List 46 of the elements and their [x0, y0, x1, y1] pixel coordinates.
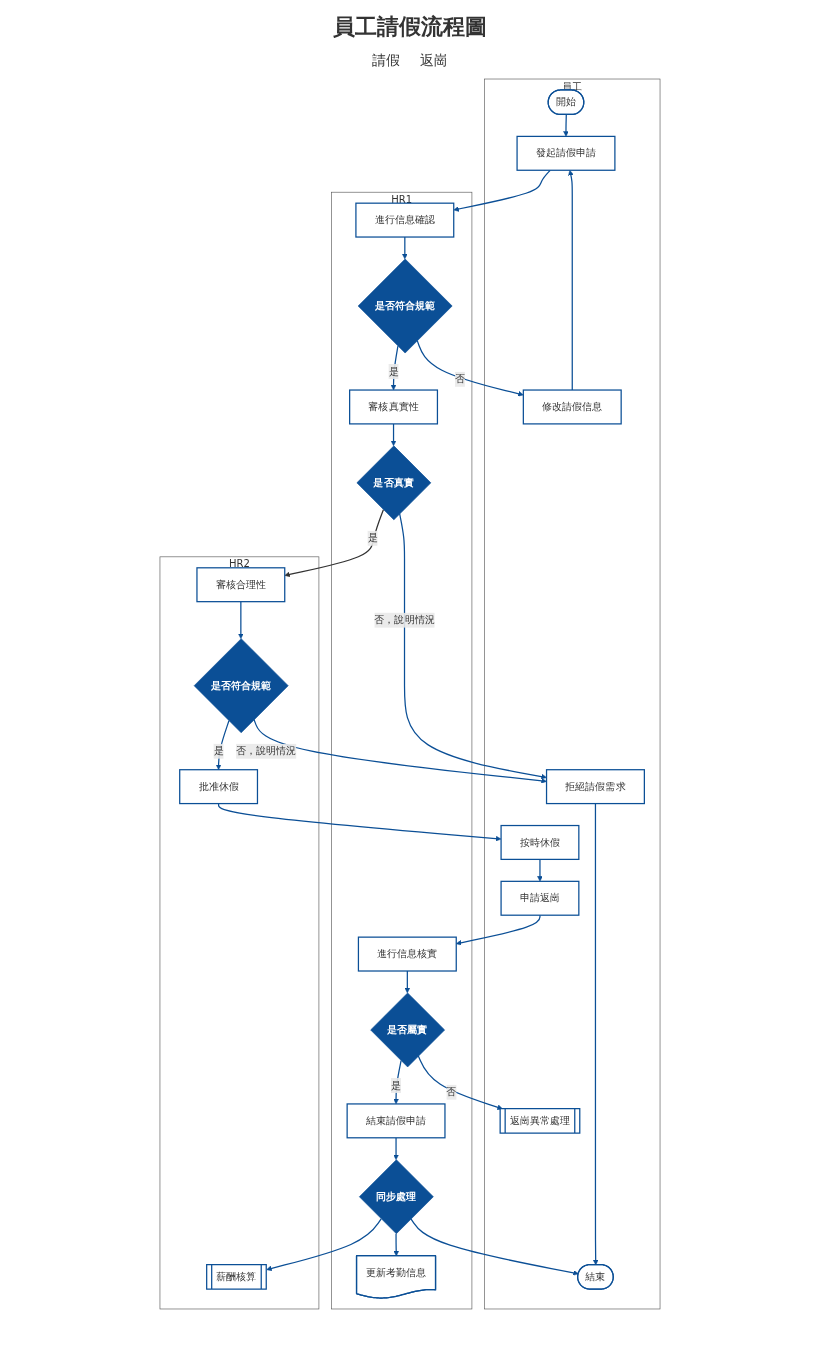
- phase-label: 返崗: [420, 52, 448, 70]
- arrow: [537, 858, 543, 882]
- arrow: [402, 236, 408, 260]
- arrow: [592, 802, 599, 1266]
- arrow: [217, 802, 502, 842]
- node-box: 進行信息確認: [355, 202, 455, 238]
- node-diamond: 是否屬實: [370, 992, 445, 1068]
- node-box: 按時休假: [500, 824, 580, 860]
- node-diamond: 是否真實: [356, 445, 432, 521]
- phase-label: 請假: [372, 52, 400, 70]
- arrow: [253, 718, 547, 784]
- edge-label: 是: [391, 1079, 402, 1092]
- edge-label: 是: [367, 532, 378, 544]
- arrow: [410, 1218, 579, 1276]
- node-box: 修改請假信息: [522, 389, 622, 425]
- edge-label: 否，說明情況: [236, 744, 297, 757]
- node-box: 發起請假申請: [516, 135, 616, 171]
- arrow: [404, 970, 411, 994]
- node-diamond: 是否符合規範: [357, 258, 453, 354]
- arrow: [284, 509, 384, 578]
- node-box: 審核合理性: [196, 567, 286, 603]
- node-box: 進行信息核實: [357, 936, 457, 972]
- arrow: [238, 601, 244, 639]
- node-box: 批准休假: [179, 769, 259, 805]
- arrow: [266, 1218, 382, 1272]
- node-diamond: 同步處理: [359, 1159, 434, 1235]
- arrow: [563, 114, 569, 137]
- node-box: 申請返崗: [500, 880, 580, 916]
- node-box: 結束請假申請: [346, 1103, 446, 1139]
- edge-label: 否，說明情況: [374, 613, 435, 626]
- node-diamond: 是否符合規範: [193, 638, 289, 734]
- arrow: [456, 914, 541, 946]
- arrow: [399, 513, 547, 780]
- edge-label: 否: [454, 373, 465, 385]
- node-box: 審核真實性: [349, 389, 439, 425]
- arrow: [417, 1055, 503, 1111]
- diagram-title: 員工請假流程圖: [333, 13, 487, 41]
- arrow: [393, 1137, 399, 1160]
- arrow: [453, 169, 551, 212]
- arrow: [390, 423, 397, 447]
- arrow: [416, 340, 524, 397]
- edge-label: 是: [388, 365, 399, 378]
- arrow: [568, 170, 574, 391]
- edge-label: 否: [446, 1085, 457, 1098]
- node-box: 拒絕請假需求: [545, 769, 645, 805]
- edge-label: 是: [213, 744, 224, 757]
